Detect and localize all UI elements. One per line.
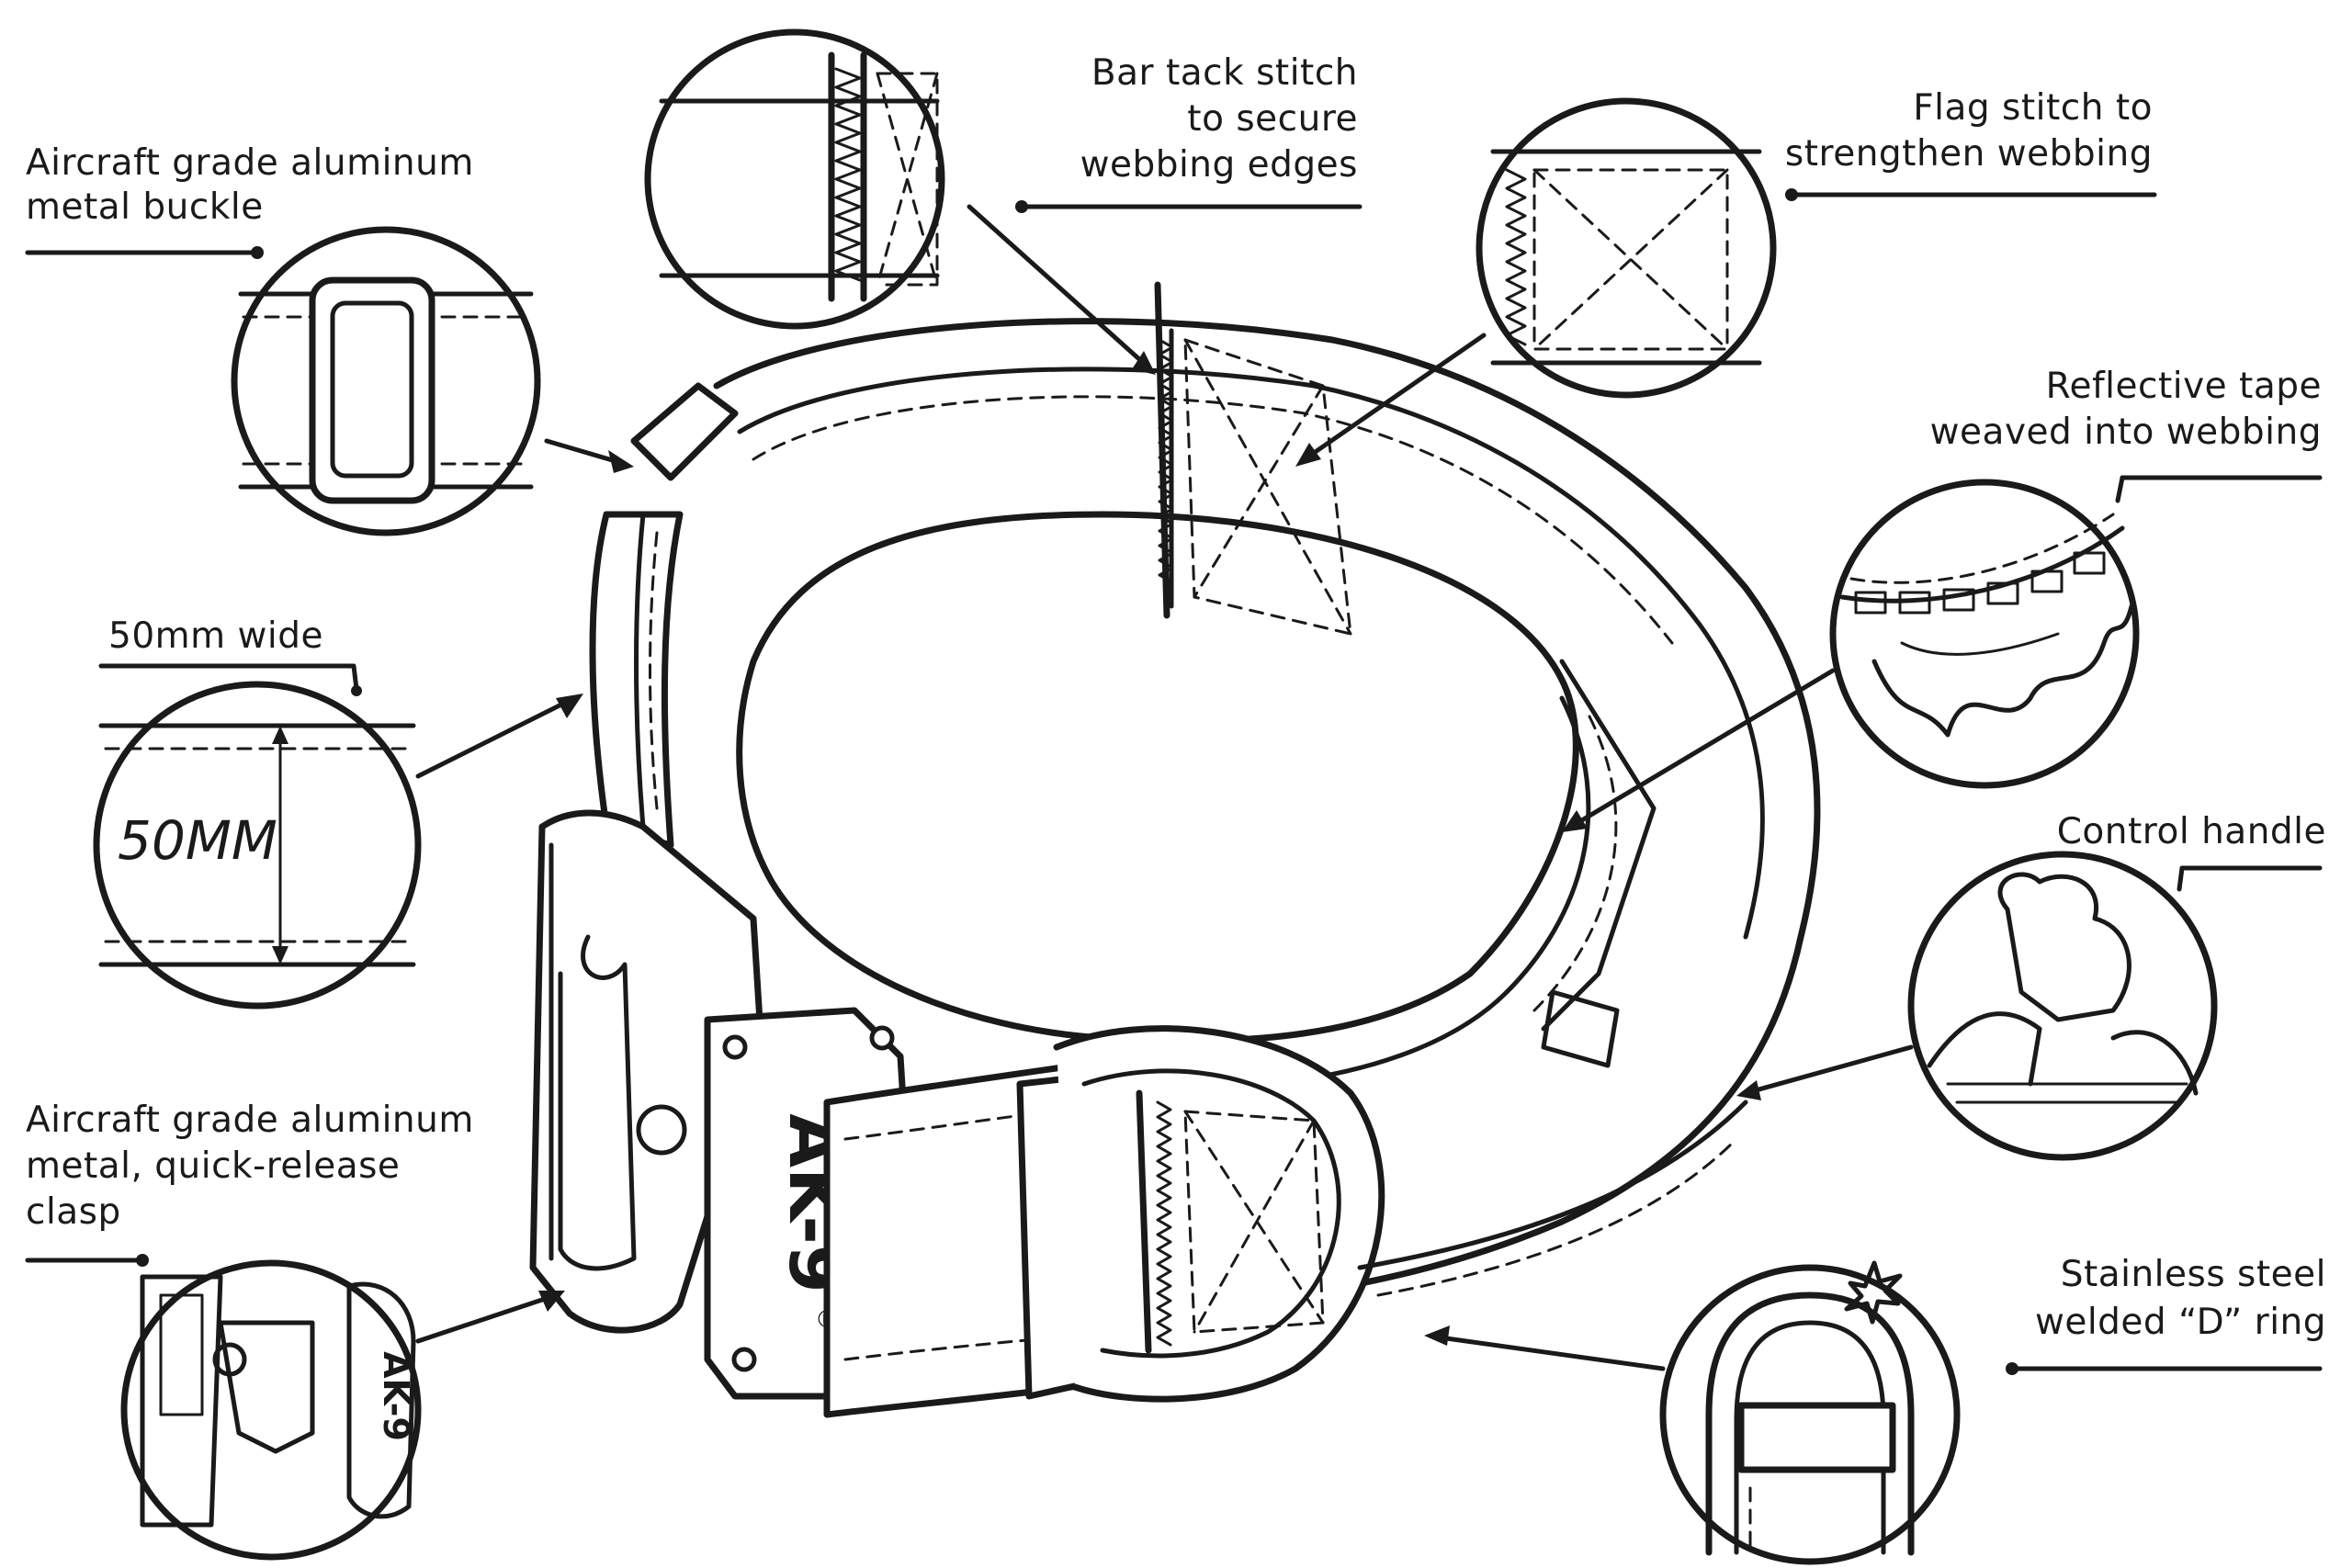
callout-flag-stitch-line-2: strengthen webbing [1785,133,2153,175]
callout-reflective-tape-line-2: weaved into webbing [1930,412,2322,453]
callout-quick-release-line-3: clasp [26,1191,121,1233]
detail-flag-stitch [1295,97,2157,467]
detail-clasp-brand-label: AK-9 [376,1351,416,1441]
detail-width: 50MM [93,681,583,1010]
callout-quick-release: Aircraft grade aluminum metal, quick-rel… [26,1100,474,1233]
callout-aluminum-buckle-line-1: Aircraft grade aluminum [26,142,474,184]
detail-aluminum-buckle [231,226,634,536]
callout-flag-stitch-line-1: Flag stitch to [1913,87,2153,129]
callout-leaders-left [25,246,362,1267]
callout-bar-tack-line-3: webbing edges [1080,144,1358,186]
callout-d-ring-line-2: welded “D” ring [2035,1302,2326,1343]
callout-bar-tack-line-1: Bar tack stitch [1091,52,1358,94]
collar-illustration: AK-9 ® [529,281,1821,1418]
callout-d-ring-line-1: Stainless steel [2061,1254,2326,1295]
detail-bar-tack [644,28,1363,375]
callout-reflective-tape: Reflective tape weaved into webbing [1930,366,2322,453]
width-measure-label: 50MM [118,809,277,872]
callout-bar-tack: Bar tack stitch to secure webbing edges [1080,52,1358,186]
detail-reflective-tape [1562,475,2323,832]
callout-bar-tack-line-2: to secure [1187,98,1358,140]
callout-width-line-1: 50mm wide [108,615,323,657]
callout-quick-release-line-2: metal, quick-release [26,1145,400,1187]
callout-aluminum-buckle-line-2: metal buckle [26,186,264,228]
detail-d-ring [1424,1260,2323,1565]
callout-d-ring: Stainless steel welded “D” ring [2035,1254,2326,1343]
callout-control-handle-line-1: Control handle [2057,811,2326,852]
callout-flag-stitch: Flag stitch to strengthen webbing [1785,87,2153,175]
detail-control-handle [1736,851,2323,1161]
callout-aluminum-buckle: Aircraft grade aluminum metal buckle [26,142,474,228]
callout-reflective-tape-line-1: Reflective tape [2046,366,2322,407]
reflective-tape-blocks [1854,551,2106,615]
bar-tack-zigzag [1158,338,1174,584]
callout-quick-release-line-1: Aircraft grade aluminum [26,1100,474,1141]
callout-width: 50mm wide [108,615,323,657]
callout-control-handle: Control handle [2057,811,2326,852]
detail-quick-release: AK-9 [120,1259,565,1561]
